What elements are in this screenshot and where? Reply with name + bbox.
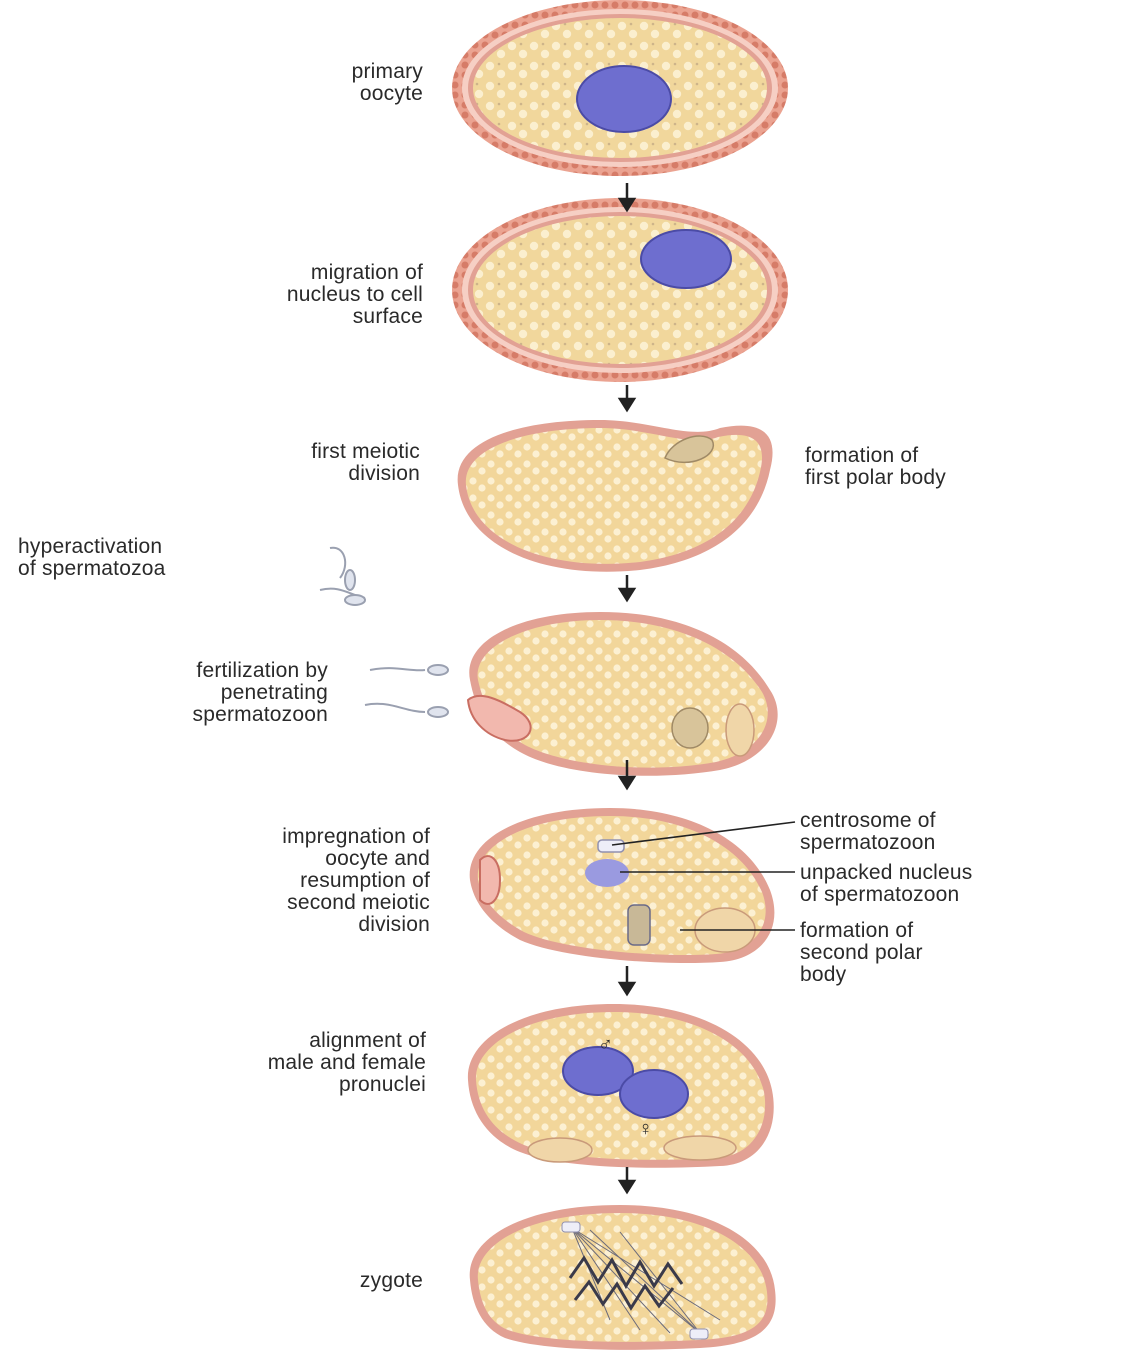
oocyte-nucleus [577,66,671,132]
unpacked-nucleus [585,859,629,887]
female-pronucleus [620,1070,688,1118]
second-polar-spindle [628,905,650,945]
primary-oocyte [452,0,788,176]
label-zygote: zygote [360,1270,423,1292]
female-symbol: ♀ [638,1118,653,1140]
spermatozoa [320,548,448,717]
centrosome [598,840,624,852]
male-symbol: ♂ [598,1034,613,1056]
nucleus-migration-cell [452,198,788,382]
migrated-nucleus [641,230,731,288]
